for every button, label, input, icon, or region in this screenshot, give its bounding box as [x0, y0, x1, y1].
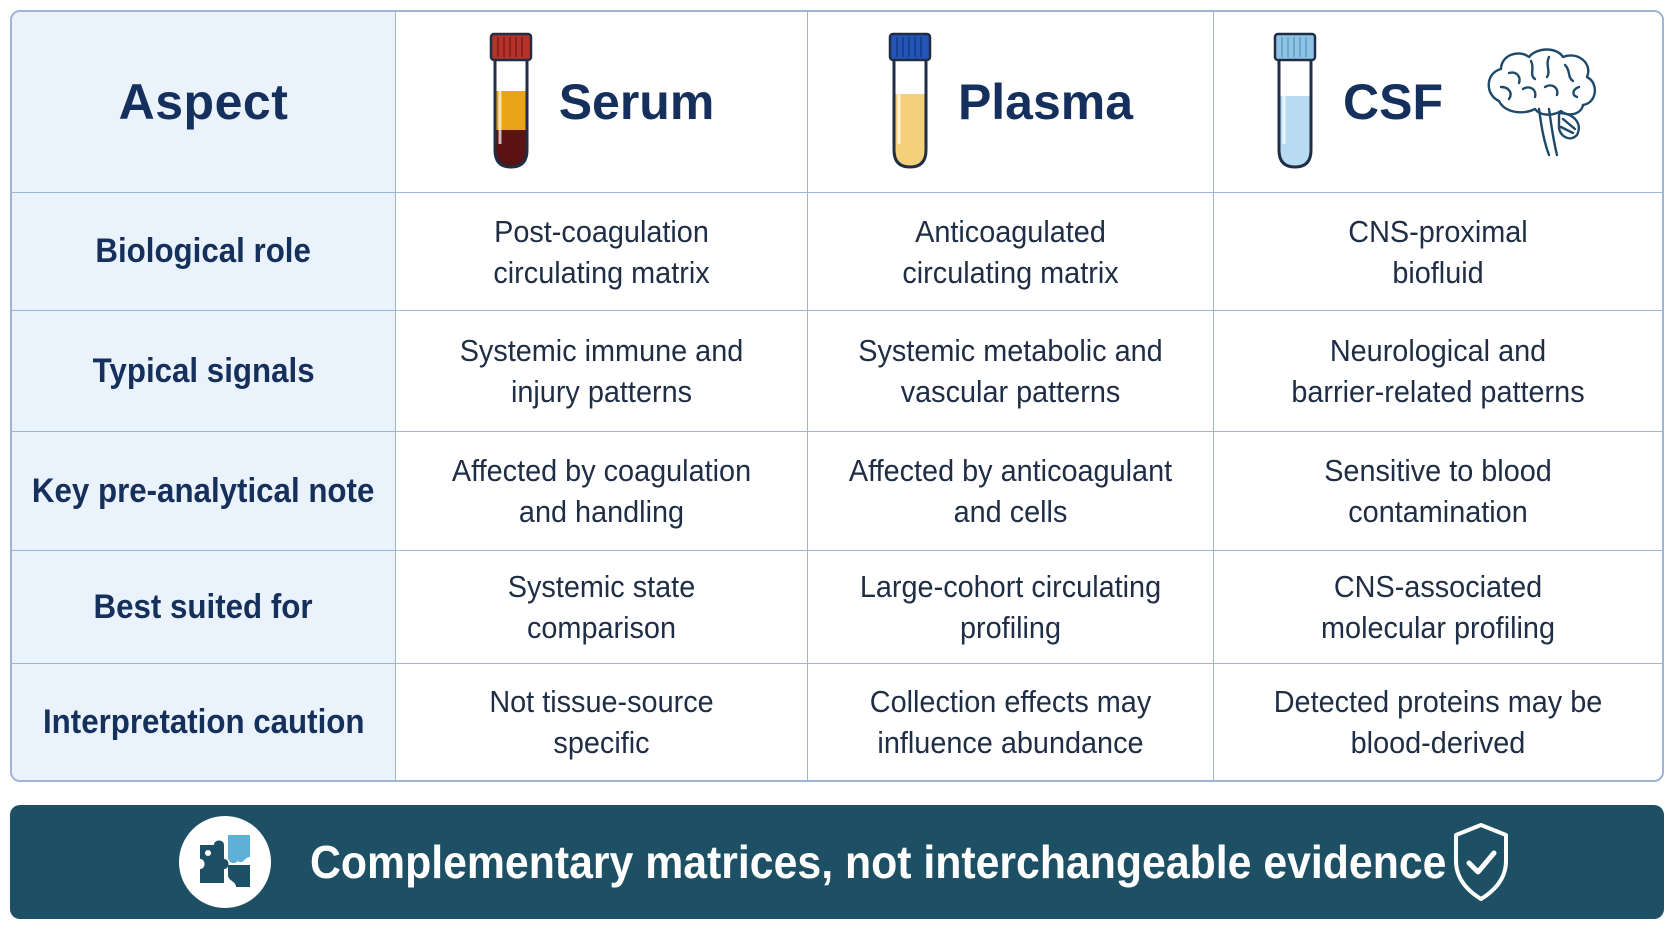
cell-line: contamination	[1348, 494, 1528, 529]
header-serum-label: Serum	[558, 74, 715, 130]
cell-line: circulating matrix	[902, 254, 1119, 290]
brain-icon	[1487, 48, 1596, 157]
cell-line: injury patterns	[510, 374, 693, 409]
header-plasma-cell: Plasma	[808, 12, 1214, 193]
puzzle-badge	[179, 816, 271, 908]
row-label-biological-role: Biological role	[95, 232, 312, 270]
row-label-interpretation-caution: Interpretation caution	[42, 702, 365, 741]
cell-line: Affected by anticoagulant	[848, 453, 1173, 488]
table-cell: Anticoagulated circulating matrix	[808, 193, 1214, 311]
cell-line: Not tissue-source	[489, 684, 714, 719]
cell-line: Affected by coagulation	[451, 453, 752, 488]
row-label-cell: Key pre-analytical note	[12, 432, 396, 551]
cell-line: biofluid	[1392, 254, 1484, 290]
cell-line: and cells	[953, 494, 1068, 529]
cell-line: vascular patterns	[900, 374, 1121, 409]
header-serum-cell: Serum	[396, 12, 808, 193]
cell-line: Anticoagulated	[915, 213, 1106, 249]
row-label-cell: Interpretation caution	[12, 664, 396, 780]
footer-message: Complementary matrices, not interchangea…	[310, 836, 1447, 888]
header-csf-cell: CSF	[1214, 12, 1662, 193]
header-csf-label: CSF	[1343, 74, 1443, 130]
cell-line: molecular profiling	[1321, 610, 1555, 645]
row-label-cell: Biological role	[12, 193, 396, 311]
csf-tube-icon	[1273, 32, 1317, 169]
table-cell: Neurological and barrier-related patterns	[1214, 311, 1662, 432]
cell-line: comparison	[526, 610, 677, 645]
cell-line: CNS-associated	[1333, 569, 1543, 604]
cell-line: profiling	[960, 610, 1061, 645]
table-cell: Systemic state comparison	[396, 551, 808, 664]
row-label-cell: Best suited for	[12, 551, 396, 664]
cell-line: barrier-related patterns	[1291, 374, 1585, 409]
cell-line: Systemic metabolic and	[858, 333, 1163, 368]
table-cell: Post-coagulation circulating matrix	[396, 193, 808, 311]
cell-line: Systemic state	[507, 569, 696, 604]
table-cell: Systemic immune and injury patterns	[396, 311, 808, 432]
cell-line: CNS-proximal	[1348, 213, 1528, 249]
header-aspect-cell: Aspect	[12, 12, 396, 193]
footer-banner: Complementary matrices, not interchangea…	[10, 805, 1664, 919]
cell-line: and handling	[518, 494, 685, 529]
cell-line: circulating matrix	[493, 254, 710, 290]
cell-line: Large-cohort circulating	[859, 569, 1162, 604]
row-label-typical-signals: Typical signals	[92, 351, 315, 390]
puzzle-icon	[200, 835, 250, 887]
table-cell: Collection effects may influence abundanc…	[808, 664, 1214, 780]
row-label-key-pre-analytical-note: Key pre-analytical note	[32, 471, 375, 510]
row-label-cell: Typical signals	[12, 311, 396, 432]
serum-tube-icon	[489, 32, 532, 169]
plasma-tube-icon	[888, 32, 932, 169]
cell-line: Post-coagulation	[494, 213, 709, 249]
row-label-best-suited-for: Best suited for	[93, 587, 313, 626]
cell-line: Collection effects may	[869, 684, 1152, 719]
cell-line: Neurological and	[1329, 333, 1547, 368]
comparison-table: Aspect Serum Plasma	[10, 10, 1664, 782]
table-cell: Detected proteins may be blood-derived	[1214, 664, 1662, 780]
table-cell: Affected by coagulation and handling	[396, 432, 808, 551]
table-cell: CNS-proximal biofluid	[1214, 193, 1662, 311]
table-cell: Systemic metabolic and vascular patterns	[808, 311, 1214, 432]
table-cell: Affected by anticoagulant and cells	[808, 432, 1214, 551]
table-cell: CNS-associated molecular profiling	[1214, 551, 1662, 664]
cell-line: blood-derived	[1350, 725, 1526, 760]
cell-line: Systemic immune and	[459, 333, 744, 368]
header-plasma-label: Plasma	[957, 74, 1134, 130]
cell-line: Detected proteins may be	[1273, 684, 1603, 719]
cell-line: influence abundance	[877, 725, 1144, 760]
table-cell: Not tissue-source specific	[396, 664, 808, 780]
table-cell: Large-cohort circulating profiling	[808, 551, 1214, 664]
cell-line: Sensitive to blood	[1324, 453, 1552, 488]
header-aspect-label: Aspect	[118, 74, 289, 130]
shield-check-icon	[1454, 823, 1508, 901]
table-cell: Sensitive to blood contamination	[1214, 432, 1662, 551]
cell-line: specific	[553, 725, 650, 760]
